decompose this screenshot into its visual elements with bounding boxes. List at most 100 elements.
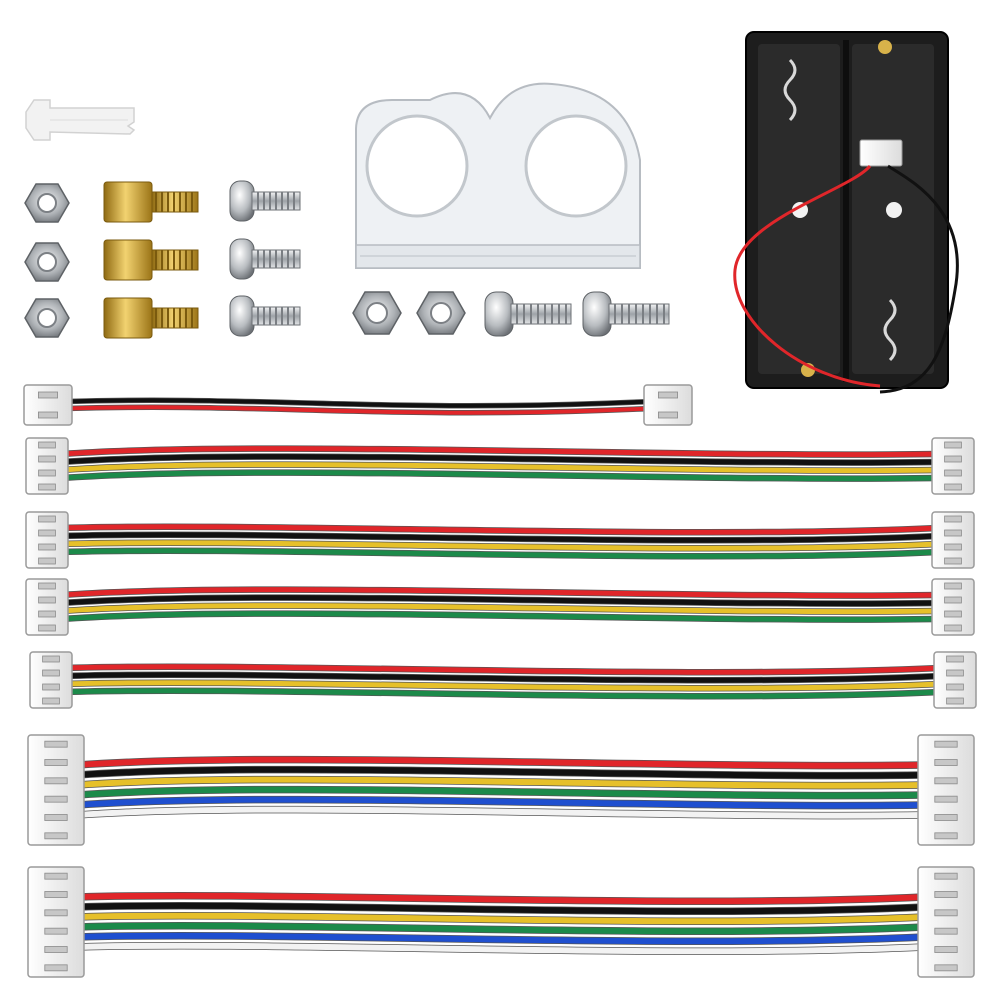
connector-pin — [44, 891, 68, 898]
wire — [59, 540, 941, 551]
connector-pin — [934, 777, 958, 785]
connector-pin — [934, 795, 958, 803]
pan-head-screw — [582, 291, 670, 337]
connector-pin — [934, 909, 958, 917]
connector-pin — [944, 455, 962, 463]
pan-head-screw — [229, 180, 301, 222]
wire — [59, 462, 941, 474]
pan-head-screw — [229, 295, 301, 337]
wire — [63, 688, 943, 699]
acrylic-sensor-bracket — [355, 82, 641, 269]
connector-pin — [944, 483, 962, 491]
wire — [59, 454, 941, 466]
connector-pin — [38, 596, 56, 604]
cable-4pin — [25, 511, 975, 569]
connector-pin — [934, 832, 958, 840]
connector-left — [27, 734, 85, 846]
battery-holder — [733, 31, 959, 394]
wire — [59, 603, 941, 615]
connector-pin — [944, 529, 962, 537]
connector-left — [25, 578, 69, 636]
wire — [75, 786, 927, 799]
hex-nut — [24, 298, 70, 338]
pan-head-screw — [484, 291, 572, 337]
connector-pin — [944, 515, 962, 523]
cable-4pin — [25, 437, 975, 495]
wire — [75, 756, 927, 769]
connector-pin — [946, 655, 964, 663]
connector-right — [643, 384, 693, 426]
connector-pin — [944, 543, 962, 551]
connector-pin — [44, 795, 68, 803]
connector-pin — [946, 669, 964, 677]
connector-pin — [946, 697, 964, 705]
cable-6pin — [27, 734, 975, 846]
connector-pin — [38, 391, 59, 399]
wire — [59, 595, 941, 607]
cable-4pin — [25, 578, 975, 636]
connector-pin — [44, 872, 68, 880]
connector-right — [917, 734, 975, 846]
connector-right — [917, 866, 975, 978]
wire — [75, 912, 927, 925]
connector-pin — [38, 441, 56, 449]
connector-housing — [931, 437, 975, 495]
connector-pin — [934, 964, 958, 972]
connector-right — [931, 578, 975, 636]
connector-pin — [934, 814, 958, 821]
wire — [75, 922, 927, 935]
wire — [59, 446, 941, 458]
connector-left — [27, 866, 85, 978]
connector-housing — [931, 578, 975, 636]
cable-2pin — [23, 384, 693, 426]
brass-standoff — [103, 239, 199, 281]
wire — [63, 672, 943, 683]
connector-pin — [38, 543, 56, 551]
connector-right — [933, 651, 977, 709]
wire — [75, 806, 927, 819]
connector-pin — [944, 469, 962, 477]
connector-pin — [944, 610, 962, 618]
connector-pin — [44, 759, 68, 766]
wire — [59, 548, 941, 559]
connector-housing — [643, 384, 693, 426]
connector-housing — [23, 384, 73, 426]
connector-left — [29, 651, 73, 709]
plastic-rivet — [25, 99, 136, 141]
connector-pin — [934, 927, 958, 935]
connector-housing — [917, 866, 975, 978]
connector-pin — [934, 740, 958, 748]
wire — [75, 892, 927, 905]
connector-housing — [25, 578, 69, 636]
connector-pin — [42, 669, 60, 677]
wire — [59, 532, 941, 543]
connector-pin — [38, 469, 56, 477]
connector-pin — [38, 582, 56, 590]
wire — [75, 902, 927, 915]
connector-left — [25, 511, 69, 569]
wire — [64, 398, 652, 408]
connector-pin — [44, 777, 68, 785]
cable-4pin — [29, 651, 977, 709]
hex-nut — [416, 291, 466, 335]
connector-housing — [27, 734, 85, 846]
connector-pin — [944, 582, 962, 590]
connector-pin — [944, 624, 962, 632]
connector-pin — [38, 411, 59, 419]
hex-nut — [352, 291, 402, 335]
connector-housing — [931, 511, 975, 569]
connector-pin — [38, 455, 56, 463]
wire — [63, 680, 943, 691]
connector-pin — [38, 557, 56, 565]
wire — [64, 405, 652, 415]
hex-nut — [24, 242, 70, 282]
connector-housing — [25, 437, 69, 495]
connector-pin — [42, 655, 60, 663]
connector-right — [931, 511, 975, 569]
cable-set — [23, 384, 977, 978]
connector-pin — [934, 891, 958, 898]
wire — [75, 942, 927, 955]
connector-housing — [27, 866, 85, 978]
wire — [75, 796, 927, 809]
